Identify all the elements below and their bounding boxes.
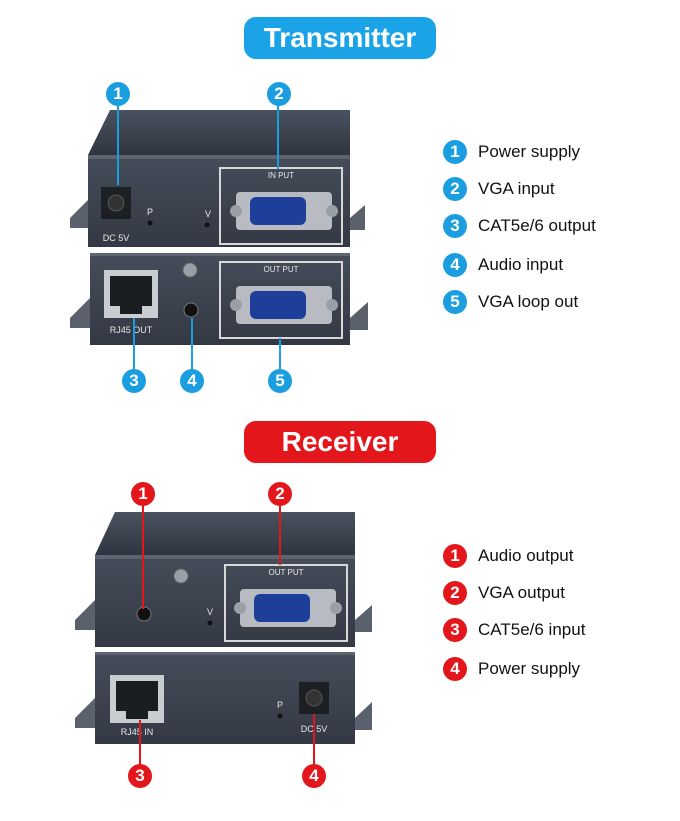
tx-legend-label-3: CAT5e/6 output <box>478 216 596 235</box>
tx-legend-badge-4: 4 <box>443 253 467 277</box>
tx-rj45-label: RJ45 OUT <box>110 325 153 335</box>
rx-v-label: V <box>207 607 213 617</box>
rx-legend-label-3: CAT5e/6 input <box>478 620 586 639</box>
rx-legend-badge-1: 1 <box>443 544 467 568</box>
rx-legend-badge-2: 2 <box>443 581 467 605</box>
tx-callout-line-3 <box>133 318 135 372</box>
tx-p-label: P <box>147 207 153 217</box>
tx-marker-1: 1 <box>106 82 130 106</box>
rx-legend-badge-3: 3 <box>443 618 467 642</box>
rx-marker-3: 3 <box>128 764 152 788</box>
tx-output-label: OUT PUT <box>264 265 299 274</box>
rx-callout-line-1 <box>142 505 144 609</box>
tx-marker-4: 4 <box>180 369 204 393</box>
rx-callout-line-3 <box>139 720 141 768</box>
rx-marker-2: 2 <box>268 482 292 506</box>
rx-rj45-label: RJ45 IN <box>121 727 154 737</box>
tx-marker-2: 2 <box>267 82 291 106</box>
rx-audio-jack <box>136 606 152 622</box>
tx-legend-badge-1: 1 <box>443 140 467 164</box>
rx-callout-line-2 <box>279 505 281 565</box>
tx-callout-line-5 <box>279 338 281 372</box>
tx-marker-3: 3 <box>122 369 146 393</box>
rx-p-label: P <box>277 700 283 710</box>
rx-legend-badge-4: 4 <box>443 657 467 681</box>
tx-legend-label-2: VGA input <box>478 179 555 198</box>
tx-callout-line-4 <box>191 318 193 372</box>
tx-input-label: IN PUT <box>268 171 294 180</box>
receiver-lower-unit <box>75 652 372 744</box>
tx-marker-5: 5 <box>268 369 292 393</box>
rx-marker-4: 4 <box>302 764 326 788</box>
rx-callout-line-4 <box>313 714 315 768</box>
tx-dc-label: DC 5V <box>103 233 130 243</box>
tx-legend-badge-5: 5 <box>443 290 467 314</box>
rx-output-label: OUT PUT <box>269 568 304 577</box>
tx-legend-label-5: VGA loop out <box>478 292 579 311</box>
tx-legend-badge-2: 2 <box>443 177 467 201</box>
tx-callout-line-2 <box>277 105 279 169</box>
transmitter-title: Transmitter <box>244 17 436 59</box>
tx-legend-label-1: Power supply <box>478 142 581 161</box>
tx-legend-label-4: Audio input <box>478 255 564 274</box>
tx-v-label: V <box>205 209 211 219</box>
tx-callout-line-1 <box>117 105 119 185</box>
receiver-title: Receiver <box>244 421 436 463</box>
rx-legend-label-4: Power supply <box>478 659 581 678</box>
tx-legend-badge-3: 3 <box>443 214 467 238</box>
rx-legend-label-1: Audio output <box>478 546 574 565</box>
receiver-upper-unit <box>75 512 372 647</box>
transmitter-upper-unit <box>70 110 365 247</box>
rx-legend-label-2: VGA output <box>478 583 565 602</box>
rx-marker-1: 1 <box>131 482 155 506</box>
tx-audio-jack <box>183 302 199 318</box>
